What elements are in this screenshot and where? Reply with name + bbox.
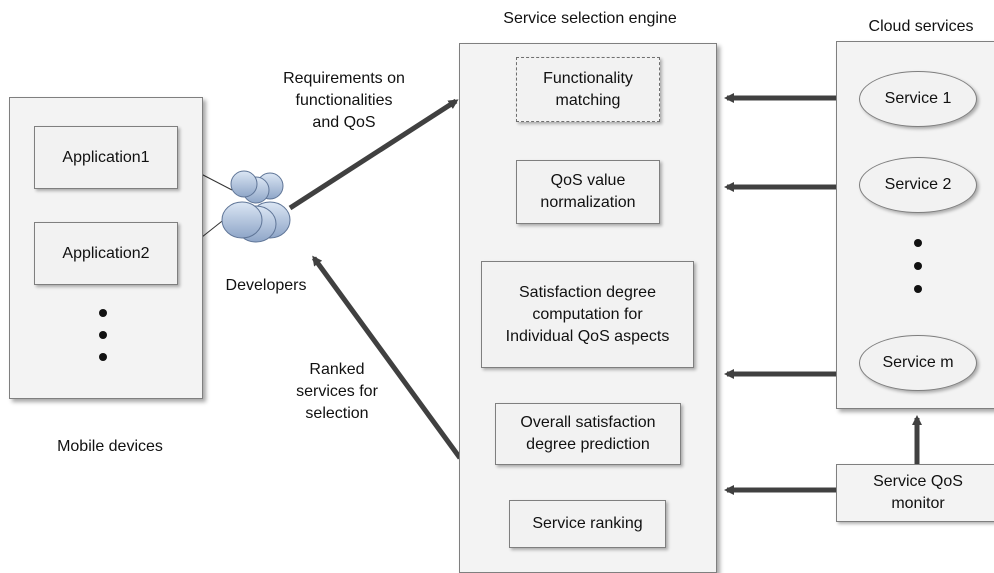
mobile-ellipsis-dot xyxy=(99,353,107,361)
engine-title: Service selection engine xyxy=(503,10,677,27)
requirements-label: Requirements on functionalities and QoS xyxy=(283,70,405,131)
cloud-services-title: Cloud services xyxy=(868,18,974,35)
service-1-node[interactable]: Service 1 xyxy=(859,71,977,127)
overall-satisfaction-prediction-step[interactable]: Overall satisfaction degree prediction xyxy=(495,403,681,465)
satisfaction-degree-computation-step[interactable]: Satisfaction degree computation for Indi… xyxy=(481,261,694,368)
requirements-arrow xyxy=(288,98,459,211)
cloud-ellipsis-dot xyxy=(914,239,922,247)
service-ranking-step[interactable]: Service ranking xyxy=(509,500,666,548)
cloud-ellipsis-dot xyxy=(914,262,922,270)
developers-group-icon xyxy=(221,170,291,243)
mobile-ellipsis-dot xyxy=(99,331,107,339)
ranked-services-arrow xyxy=(311,255,463,460)
application1-box[interactable]: Application1 xyxy=(34,126,178,189)
developers-label: Developers xyxy=(225,277,307,294)
cloud-ellipsis-dot xyxy=(914,285,922,293)
application2-box[interactable]: Application2 xyxy=(34,222,178,285)
service-2-node[interactable]: Service 2 xyxy=(859,157,977,213)
functionality-matching-step[interactable]: Functionality matching xyxy=(516,57,660,122)
service-qos-monitor-box[interactable]: Service QoS monitor xyxy=(836,464,994,522)
ranked-services-label: Ranked services for selection xyxy=(296,361,378,422)
service-m-node[interactable]: Service m xyxy=(859,335,977,391)
mobile-ellipsis-dot xyxy=(99,309,107,317)
qos-normalization-step[interactable]: QoS value normalization xyxy=(516,160,660,224)
mobile-devices-label: Mobile devices xyxy=(57,438,163,455)
